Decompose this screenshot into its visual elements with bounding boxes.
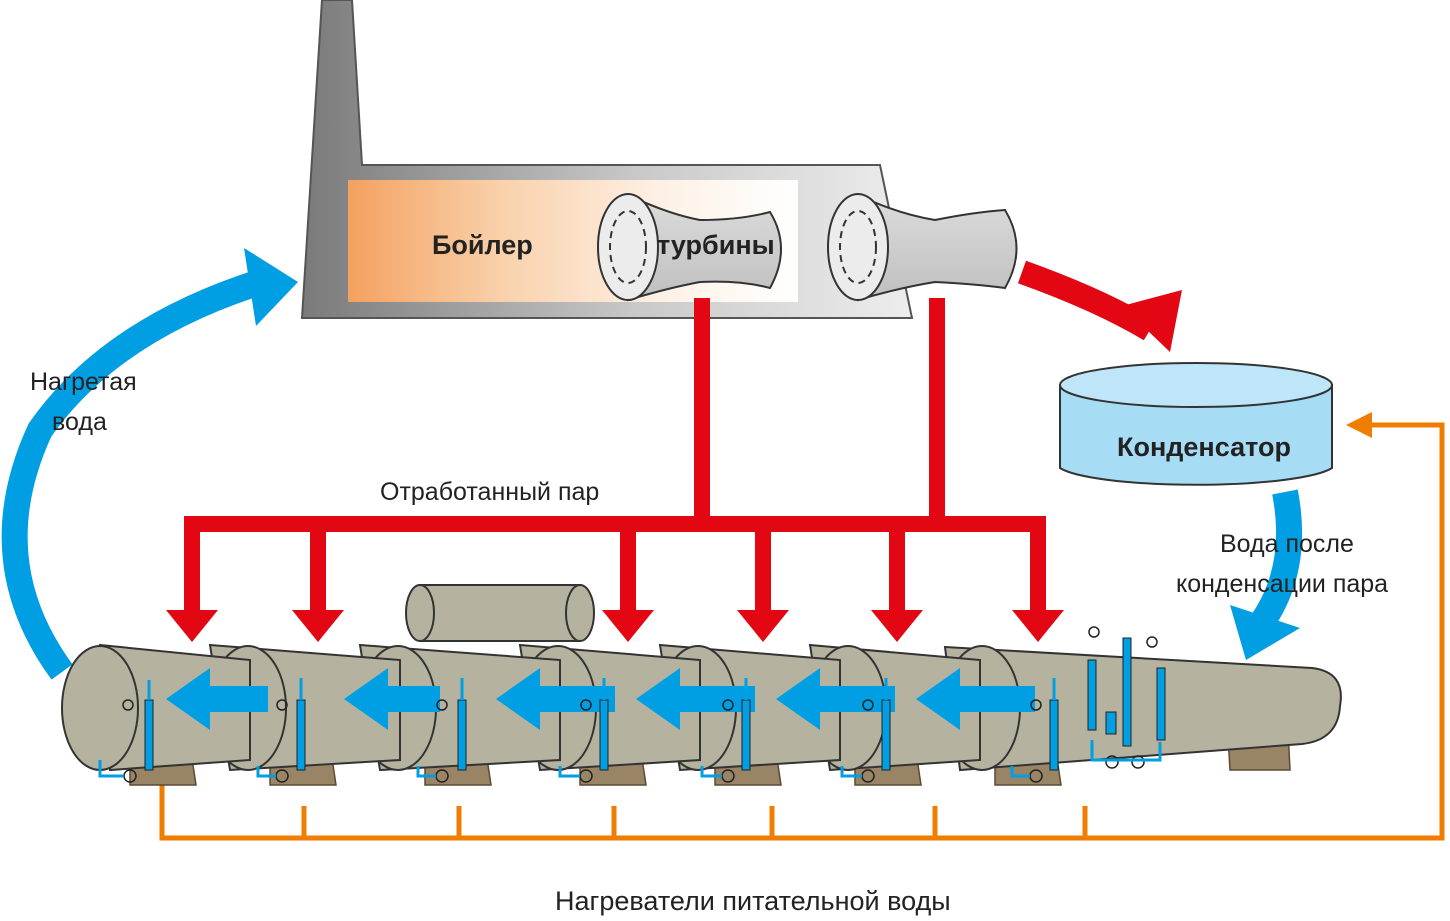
heated-water-label-line1: Нагретая	[30, 368, 137, 396]
steam-drop-arrow	[166, 516, 218, 642]
turbine-1	[597, 193, 782, 302]
condenser-tank-icon	[1059, 362, 1333, 486]
exhaust-steam-manifold	[166, 298, 1064, 642]
turbine-icon	[857, 193, 1018, 302]
condensed-water-label-line1: Вода после	[1220, 530, 1354, 558]
steam-drop-arrow	[602, 516, 654, 642]
exhaust-steam-label: Отработанный пар	[380, 478, 599, 506]
heated-water-arrow	[1, 248, 298, 680]
condensed-water-arrow	[1230, 489, 1303, 660]
steam-drop-arrow	[737, 516, 789, 642]
condenser-label: Конденсатор	[1117, 432, 1291, 462]
steam-drop-arrow	[871, 516, 923, 642]
valve-icon	[98, 626, 1166, 783]
feedwater-arrowhead	[1346, 412, 1372, 438]
heater-vessel-icon	[61, 643, 1342, 772]
turbine-icon	[627, 193, 782, 302]
boiler-label: Бойлер	[432, 230, 533, 260]
feedwater-heaters-label: Нагреватели питательной воды	[555, 886, 951, 916]
aux-cylinder	[405, 584, 595, 642]
internal-flow-arrows	[166, 668, 1035, 730]
condensed-water-label-line2: конденсации пара	[1176, 570, 1388, 598]
steam-drop-arrow	[1012, 516, 1064, 642]
turbines-label: турбины	[657, 230, 775, 260]
feedwater-loop	[159, 422, 1445, 841]
heated-water-label-line2: вода	[52, 408, 107, 436]
turbine-2	[827, 193, 1018, 302]
feedwater-heaters	[61, 584, 1342, 786]
steam-drop-arrow	[292, 516, 344, 642]
steam-to-condenser-arrow	[1017, 260, 1182, 352]
control-valve-cluster	[1087, 626, 1166, 769]
